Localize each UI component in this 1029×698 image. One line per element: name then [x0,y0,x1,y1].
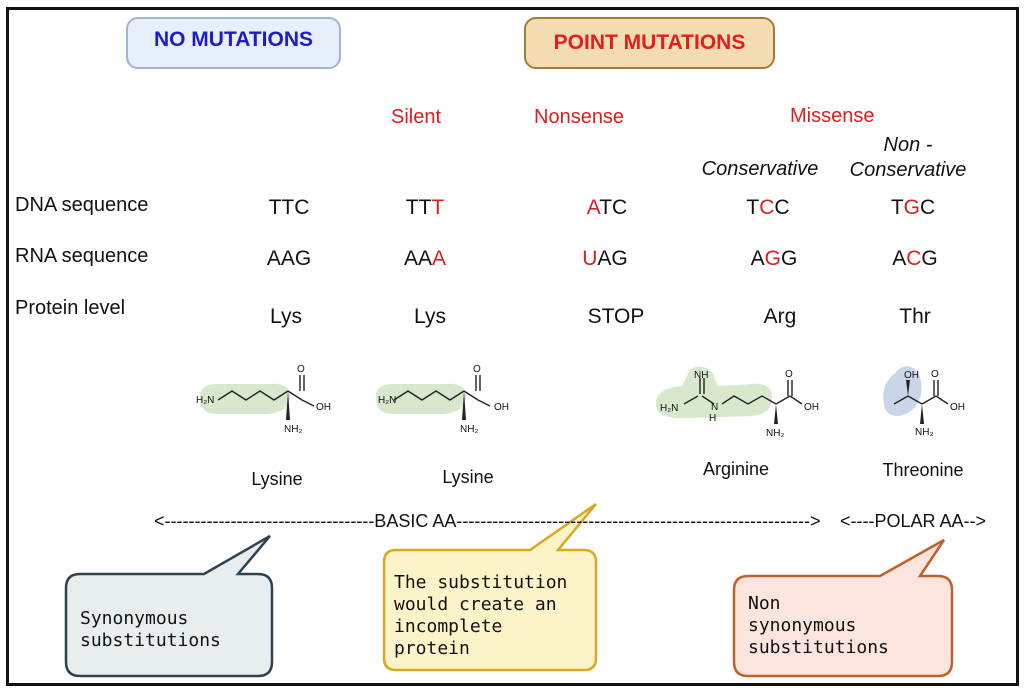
callout-non-synonymous [732,538,954,678]
amino-acid-name: Lysine [442,467,494,487]
point-mutations-header: POINT MUTATIONS [524,17,775,69]
o-label: O [785,369,793,380]
rna-codon: AGG [750,247,798,270]
amino-acid-name: Lysine [251,469,303,489]
amino-acid-name: Arginine [702,459,770,479]
nh2-label: NH₂ [766,428,784,439]
dna-codon: TCC [746,196,790,219]
lysine-structure-1: H₂N O OH NH₂ [196,364,331,435]
basic-aa-axis: <-----------------------------------BASI… [154,511,826,531]
h2n-label: H₂N [660,403,678,414]
polar-highlight [883,366,922,416]
missense-label: Missense [790,105,875,127]
nh2-label: NH₂ [915,427,933,438]
nh-label: NH [694,370,708,381]
nonsense-label: Nonsense [534,106,625,128]
hydrophobic-highlight [655,366,772,419]
silent-label: Silent [391,106,442,128]
rna-codon: ACG [892,247,938,270]
non-conservative-line1: Non - [883,134,933,156]
conservative-label: Conservative [701,158,819,180]
protein-value: Arg [763,305,797,328]
dna-row-label: DNA sequence [15,194,149,216]
dna-codon: ATC [586,196,628,219]
o-label: O [473,364,481,375]
protein-value: Lys [270,305,302,328]
callout-incomplete [382,502,598,672]
lysine-structure-2: H₂N O OH NH₂ [375,364,509,435]
dna-codon: TTT [405,196,445,219]
dna-codon: TTC [268,196,310,219]
amino-acid-name: Threonine [882,460,964,480]
incomplete-callout-text: The substitution would create an incompl… [394,572,568,659]
h-label: H [709,413,716,424]
h2n-label: H₂N [196,395,214,406]
arginine-structure: H₂N NH N H O OH NH₂ [655,366,819,439]
figure-frame [6,7,1019,686]
polar-aa-axis: <----POLAR AA--> [840,511,987,531]
non-conservative-line2: Conservative [849,159,967,181]
non-synonymous-callout-text: Non synonymous substitutions [748,593,889,658]
h2n-label: H₂N [378,395,396,406]
protein-value: Thr [899,305,931,328]
o-label: O [297,364,305,375]
non-conservative-label: Non - Conservative [838,134,978,182]
rna-codon: UAG [582,247,628,270]
protein-value: STOP [587,305,645,328]
rna-row-label: RNA sequence [15,245,149,267]
oh-label: OH [904,370,919,381]
n-label: N [711,402,718,413]
oh-label: OH [950,402,965,413]
oh-label: OH [804,402,819,413]
threonine-structure: OH O OH NH₂ [883,366,965,438]
rna-codon: AAA [403,247,447,270]
protein-row-label: Protein level [15,297,126,319]
nh2-label: NH₂ [460,424,478,435]
protein-value: Lys [414,305,446,328]
oh-label: OH [494,402,509,413]
no-mutations-header: NO MUTATIONS [126,17,341,69]
dna-codon: TGC [890,196,936,219]
rna-codon: AAG [266,247,312,270]
oh-label: OH [316,402,331,413]
synonymous-callout-text: Synonymous substitutions [80,608,221,651]
nh2-label: NH₂ [284,424,302,435]
callout-synonymous [64,534,274,678]
o-label: O [931,369,939,380]
